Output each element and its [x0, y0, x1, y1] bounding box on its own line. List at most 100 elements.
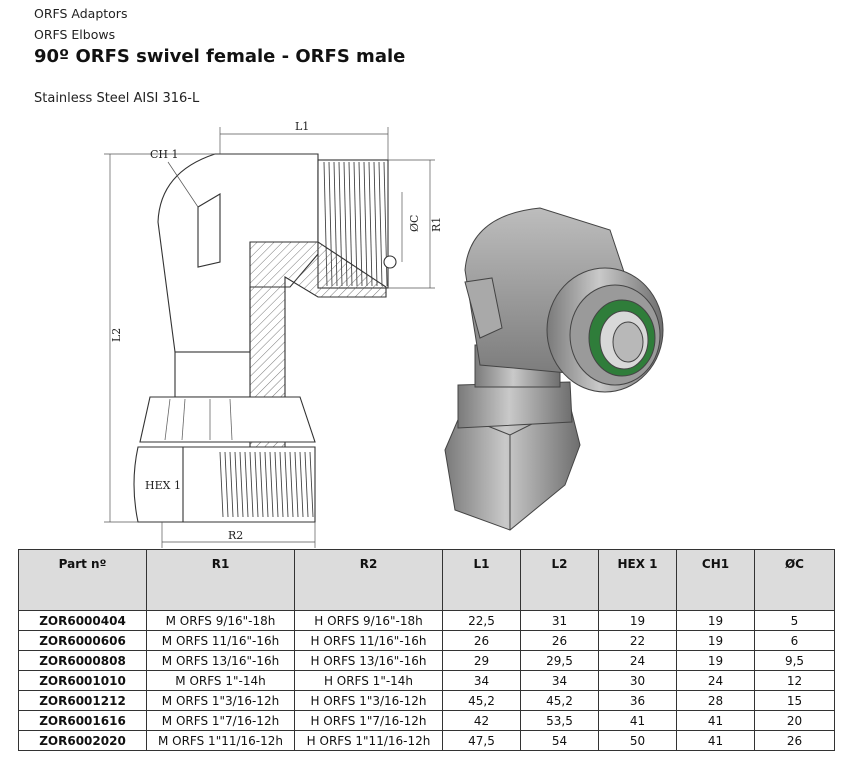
hex1-label: HEX 1	[145, 479, 181, 492]
cell-hex1: 19	[598, 610, 677, 631]
cell-oc: 12	[754, 670, 835, 691]
cell-r1: M ORFS 9/16"-18h	[146, 610, 295, 631]
thread-line	[289, 451, 294, 518]
cell-l1: 34	[442, 670, 521, 691]
cell-hex1: 50	[598, 730, 677, 751]
cell-l2: 34	[520, 670, 599, 691]
page-title: 90º ORFS swivel female - ORFS male	[34, 46, 406, 67]
cell-r2: H ORFS 1"11/16-12h	[294, 730, 443, 751]
table-row: ZOR6002020 M ORFS 1"11/16-12h H ORFS 1"1…	[18, 730, 835, 751]
thread-line	[224, 451, 229, 518]
cell-l2: 45,2	[520, 690, 599, 711]
breadcrumb-category[interactable]: ORFS Adaptors	[34, 6, 128, 21]
thread-line	[269, 451, 274, 518]
thread-line	[254, 451, 259, 518]
cell-part: ZOR6000404	[18, 610, 147, 631]
thread-line	[378, 161, 383, 287]
thread-line	[264, 451, 269, 518]
thread-line	[363, 161, 368, 287]
cell-oc: 15	[754, 690, 835, 711]
material-label: Stainless Steel AISI 316-L	[34, 91, 200, 106]
cell-l1: 22,5	[442, 610, 521, 631]
cell-ch1: 28	[676, 690, 755, 711]
cell-l2: 54	[520, 730, 599, 751]
thread-line	[299, 451, 304, 518]
cell-r1: M ORFS 1"11/16-12h	[146, 730, 295, 751]
cell-part: ZOR6001212	[18, 690, 147, 711]
cell-r2: H ORFS 9/16"-18h	[294, 610, 443, 631]
cell-hex1: 24	[598, 650, 677, 671]
thread-line	[234, 451, 239, 518]
table-row: ZOR6001212 M ORFS 1"3/16-12h H ORFS 1"3/…	[18, 690, 835, 711]
cell-r1: M ORFS 1"3/16-12h	[146, 690, 295, 711]
thread-line	[239, 451, 244, 518]
cell-l2: 53,5	[520, 710, 599, 731]
thread-line	[309, 451, 314, 518]
dim-r2-label: R2	[228, 529, 243, 542]
cell-oc: 9,5	[754, 650, 835, 671]
cell-r1: M ORFS 1"7/16-12h	[146, 710, 295, 731]
cell-ch1: 41	[676, 710, 755, 731]
cell-oc: 26	[754, 730, 835, 751]
breadcrumb-subcategory[interactable]: ORFS Elbows	[34, 27, 116, 42]
thread-line	[249, 451, 254, 518]
cell-r2: H ORFS 1"-14h	[294, 670, 443, 691]
cell-ch1: 41	[676, 730, 755, 751]
thread-line	[229, 451, 234, 518]
cell-l1: 45,2	[442, 690, 521, 711]
cell-ch1: 19	[676, 610, 755, 631]
cell-r1: M ORFS 1"-14h	[146, 670, 295, 691]
thread-line	[373, 161, 378, 287]
cell-part: ZOR6001010	[18, 670, 147, 691]
cell-part: ZOR6000606	[18, 630, 147, 651]
col-header-l2: L2	[520, 549, 599, 611]
cell-oc: 20	[754, 710, 835, 731]
cell-oc: 5	[754, 610, 835, 631]
dim-oc-label: ØC	[408, 215, 421, 232]
cell-l1: 47,5	[442, 730, 521, 751]
cell-l2: 31	[520, 610, 599, 631]
cell-l1: 29	[442, 650, 521, 671]
cell-r2: H ORFS 1"7/16-12h	[294, 710, 443, 731]
dim-r1-label: R1	[430, 217, 443, 232]
col-header-hex1: HEX 1	[598, 549, 677, 611]
table-row: ZOR6000606 M ORFS 11/16"-16h H ORFS 11/1…	[18, 630, 835, 651]
thread-line	[304, 451, 309, 518]
cell-r1: M ORFS 13/16"-16h	[146, 650, 295, 671]
dim-ch1-label: CH 1	[150, 148, 179, 161]
cell-hex1: 30	[598, 670, 677, 691]
thread-line	[279, 451, 284, 518]
thread-line	[244, 451, 249, 518]
table-row: ZOR6001616 M ORFS 1"7/16-12h H ORFS 1"7/…	[18, 710, 835, 731]
table-row: ZOR6000808 M ORFS 13/16"-16h H ORFS 13/1…	[18, 650, 835, 671]
cell-r2: H ORFS 1"3/16-12h	[294, 690, 443, 711]
specs-table: Part nº R1 R2 L1 L2 HEX 1 CH1 ØC ZOR6000…	[18, 549, 835, 751]
cell-l2: 26	[520, 630, 599, 651]
thread-line	[294, 451, 299, 518]
col-header-ch1: CH1	[676, 549, 755, 611]
cell-ch1: 19	[676, 630, 755, 651]
col-header-r2: R2	[294, 549, 443, 611]
thread-line	[259, 451, 264, 518]
cell-l2: 29,5	[520, 650, 599, 671]
cell-l1: 42	[442, 710, 521, 731]
cell-hex1: 36	[598, 690, 677, 711]
dim-l2-label: L2	[110, 328, 123, 342]
product-render	[444, 207, 664, 531]
cell-l1: 26	[442, 630, 521, 651]
cell-ch1: 19	[676, 650, 755, 671]
female-thread-lines	[219, 451, 314, 518]
cell-part: ZOR6000808	[18, 650, 147, 671]
cell-r2: H ORFS 13/16"-16h	[294, 650, 443, 671]
col-header-l1: L1	[442, 549, 521, 611]
cell-oc: 6	[754, 630, 835, 651]
table-row: ZOR6000404 M ORFS 9/16"-18h H ORFS 9/16"…	[18, 610, 835, 631]
col-header-part: Part nº	[18, 549, 147, 611]
thread-line	[353, 161, 358, 287]
cell-r1: M ORFS 11/16"-16h	[146, 630, 295, 651]
thread-line	[284, 451, 289, 518]
table-row: ZOR6001010 M ORFS 1"-14h H ORFS 1"-14h 3…	[18, 670, 835, 691]
table-header-row: Part nº R1 R2 L1 L2 HEX 1 CH1 ØC	[18, 549, 835, 611]
thread-line	[219, 451, 224, 518]
col-header-r1: R1	[146, 549, 295, 611]
